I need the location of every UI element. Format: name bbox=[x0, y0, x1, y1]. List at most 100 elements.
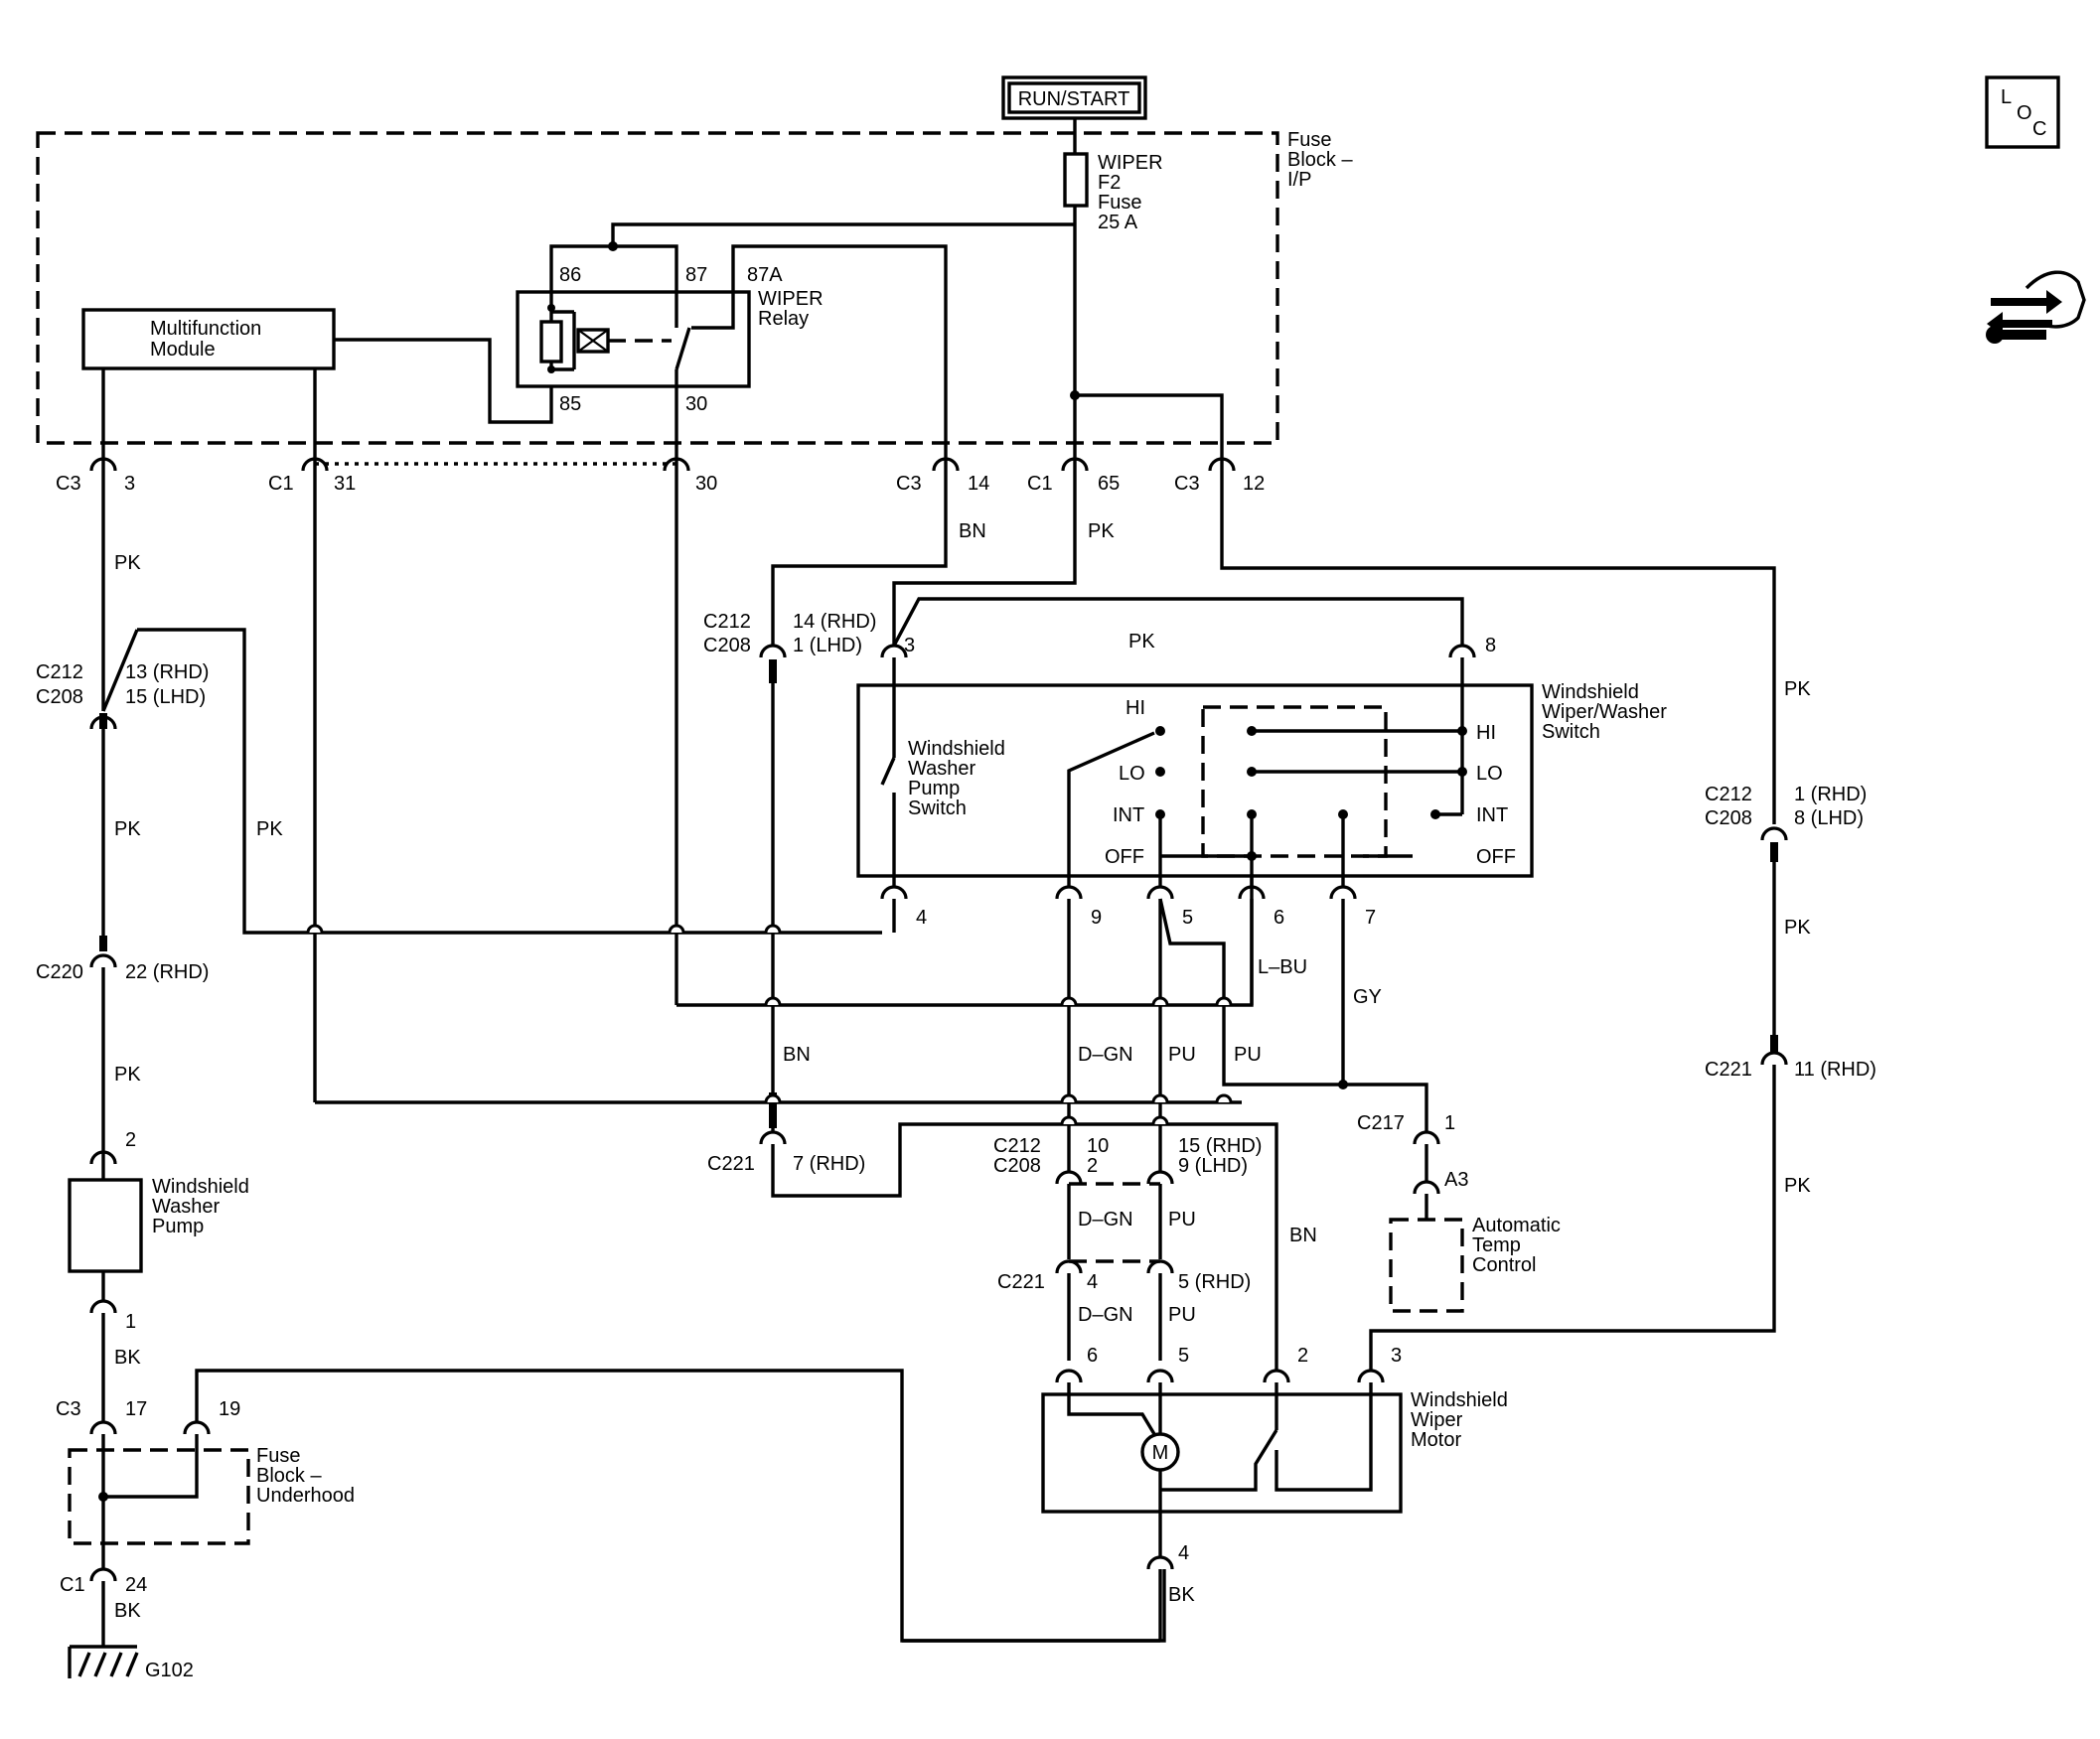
svg-text:Windshield: Windshield bbox=[152, 1176, 249, 1198]
svg-text:30: 30 bbox=[685, 393, 707, 415]
fuse-block-ip-label: Fuse Block – I/P bbox=[1287, 129, 1353, 191]
svg-text:D–GN: D–GN bbox=[1078, 1304, 1133, 1326]
svg-text:3: 3 bbox=[904, 635, 915, 656]
svg-text:F2: F2 bbox=[1098, 172, 1121, 194]
svg-text:15 (RHD): 15 (RHD) bbox=[1178, 1135, 1262, 1157]
run-start-label: RUN/START bbox=[1001, 75, 1147, 120]
svg-text:7: 7 bbox=[1365, 907, 1376, 929]
svg-text:C212: C212 bbox=[36, 661, 83, 683]
svg-text:Block –: Block – bbox=[256, 1465, 322, 1487]
svg-text:Control: Control bbox=[1472, 1254, 1536, 1276]
svg-text:PU: PU bbox=[1168, 1304, 1196, 1326]
svg-text:D–GN: D–GN bbox=[1078, 1209, 1133, 1231]
svg-text:I/P: I/P bbox=[1287, 169, 1311, 191]
svg-text:C212: C212 bbox=[993, 1135, 1041, 1157]
svg-text:Pump: Pump bbox=[152, 1216, 204, 1237]
svg-text:OFF: OFF bbox=[1105, 846, 1144, 868]
switch-right-positions: HI LO INT OFF bbox=[1476, 722, 1516, 868]
svg-text:C3: C3 bbox=[56, 473, 81, 495]
svg-text:5 (RHD): 5 (RHD) bbox=[1178, 1271, 1251, 1293]
svg-text:14 (RHD): 14 (RHD) bbox=[793, 611, 876, 633]
svg-text:C: C bbox=[2032, 118, 2046, 140]
svg-text:PK: PK bbox=[1088, 520, 1115, 542]
svg-text:C220: C220 bbox=[36, 961, 83, 983]
svg-text:5: 5 bbox=[1178, 1345, 1189, 1367]
svg-text:13 (RHD): 13 (RHD) bbox=[125, 661, 209, 683]
svg-text:12: 12 bbox=[1243, 473, 1265, 495]
service-icon[interactable] bbox=[1986, 270, 2086, 344]
loc-icon[interactable]: L O C bbox=[1985, 75, 2060, 149]
svg-text:3: 3 bbox=[1391, 1345, 1402, 1367]
wiper-motor-label: Windshield Wiper Motor bbox=[1411, 1389, 1508, 1451]
svg-text:BN: BN bbox=[783, 1044, 811, 1066]
svg-text:C3: C3 bbox=[896, 473, 922, 495]
svg-text:C1: C1 bbox=[268, 473, 294, 495]
automatic-temp-control bbox=[1389, 1218, 1464, 1313]
svg-text:Pump: Pump bbox=[908, 778, 960, 799]
svg-text:Module: Module bbox=[150, 339, 216, 361]
svg-text:24: 24 bbox=[125, 1574, 147, 1596]
svg-text:PU: PU bbox=[1234, 1044, 1262, 1066]
svg-text:31: 31 bbox=[334, 473, 356, 495]
wiper-fuse bbox=[1063, 152, 1089, 208]
switch-bottom-pins: 4 9 5 6 7 bbox=[880, 885, 1376, 929]
wiper-fuse-label: WIPER F2 Fuse 25 A bbox=[1098, 152, 1163, 233]
svg-text:Multifunction: Multifunction bbox=[150, 318, 261, 340]
svg-text:17: 17 bbox=[125, 1398, 147, 1420]
svg-text:2: 2 bbox=[1297, 1345, 1308, 1367]
svg-text:10: 10 bbox=[1087, 1135, 1109, 1157]
washer-pump-switch-label: Windshield Washer Pump Switch bbox=[908, 738, 1005, 819]
svg-text:C3: C3 bbox=[1174, 473, 1200, 495]
svg-text:9 (LHD): 9 (LHD) bbox=[1178, 1155, 1248, 1177]
switch-left-positions: HI LO INT OFF bbox=[1105, 697, 1145, 868]
svg-text:Fuse: Fuse bbox=[1287, 129, 1331, 151]
svg-text:RUN/START: RUN/START bbox=[1018, 88, 1130, 110]
svg-text:BN: BN bbox=[959, 520, 986, 542]
wiper-relay-label: WIPER Relay bbox=[758, 288, 824, 330]
svg-text:1: 1 bbox=[125, 1311, 136, 1333]
wiper-motor bbox=[1041, 1392, 1403, 1514]
svg-text:C1: C1 bbox=[60, 1574, 85, 1596]
multifunction-module bbox=[81, 308, 336, 370]
svg-text:Windshield: Windshield bbox=[908, 738, 1005, 760]
svg-text:7 (RHD): 7 (RHD) bbox=[793, 1153, 865, 1175]
svg-text:Switch: Switch bbox=[1542, 721, 1600, 743]
svg-text:L: L bbox=[2001, 86, 2012, 108]
svg-text:D–GN: D–GN bbox=[1078, 1044, 1133, 1066]
svg-text:PU: PU bbox=[1168, 1209, 1196, 1231]
svg-text:Windshield: Windshield bbox=[1411, 1389, 1508, 1411]
svg-text:6: 6 bbox=[1087, 1345, 1098, 1367]
svg-text:C208: C208 bbox=[703, 635, 751, 656]
svg-text:PK: PK bbox=[1784, 678, 1811, 700]
svg-text:G102: G102 bbox=[145, 1660, 194, 1681]
svg-text:WIPER: WIPER bbox=[758, 288, 824, 310]
svg-text:4: 4 bbox=[916, 907, 927, 929]
svg-text:86: 86 bbox=[559, 264, 581, 286]
svg-text:HI: HI bbox=[1476, 722, 1496, 744]
svg-text:LO: LO bbox=[1119, 763, 1145, 785]
svg-text:1 (RHD): 1 (RHD) bbox=[1794, 784, 1867, 805]
svg-text:14: 14 bbox=[968, 473, 989, 495]
svg-text:INT: INT bbox=[1113, 804, 1144, 826]
svg-text:65: 65 bbox=[1098, 473, 1120, 495]
svg-text:HI: HI bbox=[1125, 697, 1145, 719]
wire-crossovers bbox=[306, 924, 1233, 1125]
svg-text:11 (RHD): 11 (RHD) bbox=[1794, 1059, 1876, 1081]
svg-text:Wiper: Wiper bbox=[1411, 1409, 1463, 1431]
svg-text:Switch: Switch bbox=[908, 797, 967, 819]
svg-text:C208: C208 bbox=[1705, 807, 1752, 829]
svg-text:4: 4 bbox=[1178, 1542, 1189, 1564]
ground-symbol bbox=[68, 1645, 139, 1678]
svg-text:C221: C221 bbox=[707, 1153, 755, 1175]
wiper-washer-switch bbox=[856, 683, 1534, 878]
svg-text:9: 9 bbox=[1091, 907, 1102, 929]
c212-c208-mid: C212 C208 14 (RHD) 1 (LHD) bbox=[703, 611, 876, 656]
svg-text:PK: PK bbox=[1784, 917, 1811, 939]
svg-text:C1: C1 bbox=[1027, 473, 1053, 495]
motor-top-pins: 6 5 2 3 bbox=[1055, 1345, 1402, 1383]
svg-text:BN: BN bbox=[1289, 1225, 1317, 1246]
svg-text:22 (RHD): 22 (RHD) bbox=[125, 961, 209, 983]
svg-text:Washer: Washer bbox=[908, 758, 976, 780]
svg-text:WIPER: WIPER bbox=[1098, 152, 1163, 174]
